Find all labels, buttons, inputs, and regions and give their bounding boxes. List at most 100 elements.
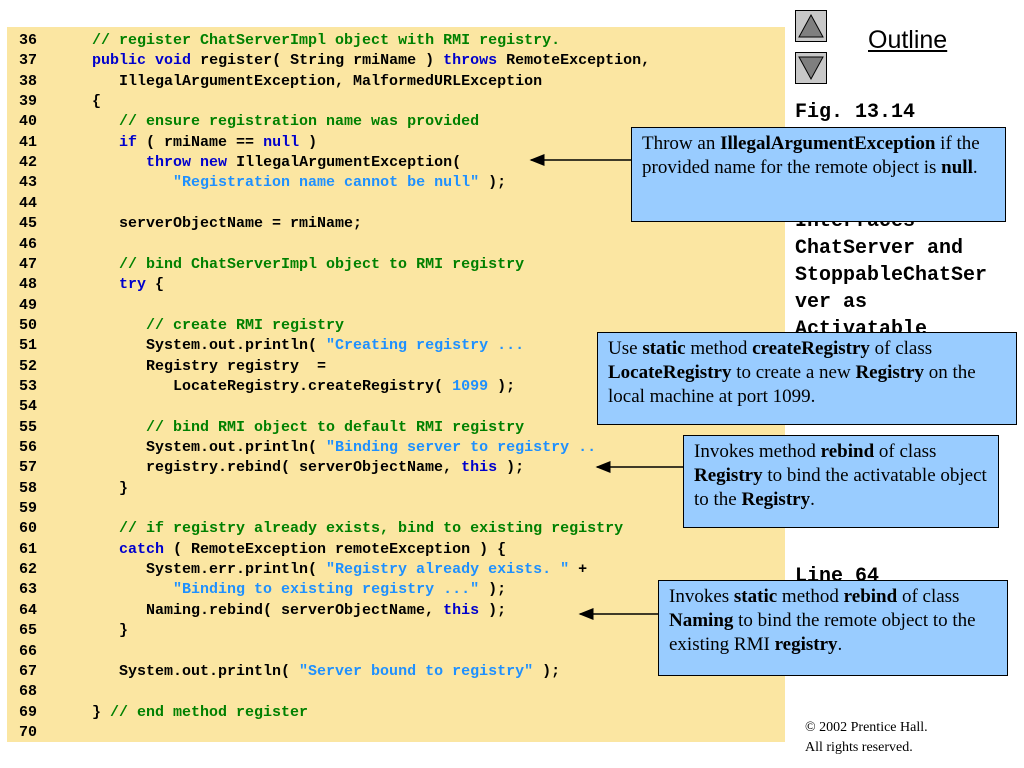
code-comment: // end method register bbox=[110, 703, 309, 721]
code-text: // register ChatServerImpl object with R… bbox=[65, 31, 560, 51]
code-text: registry.rebind( serverObjectName, this … bbox=[65, 458, 524, 478]
code-text: LocateRegistry.createRegistry( 1099 ); bbox=[65, 377, 515, 397]
code-token: { bbox=[65, 93, 102, 111]
code-token: register( String rmiName ) bbox=[191, 52, 444, 70]
code-token: ); bbox=[479, 601, 507, 619]
line-number: 36 bbox=[19, 32, 38, 49]
line-number: 66 bbox=[19, 642, 38, 660]
line-number: 62 bbox=[19, 561, 38, 579]
callout-emphasis: static bbox=[733, 586, 778, 607]
line-number: 60 bbox=[19, 520, 38, 538]
line-number: 70 bbox=[19, 723, 38, 741]
callout-text: Use bbox=[608, 338, 643, 359]
code-keyword: void bbox=[155, 52, 192, 70]
next-slide-button[interactable] bbox=[795, 52, 827, 84]
code-literal: "Binding to existing registry ..." bbox=[173, 581, 480, 599]
code-literal: "Binding server to registry .. bbox=[326, 439, 597, 456]
line-number: 52 bbox=[19, 357, 38, 375]
code-text: // bind RMI object to default RMI regist… bbox=[65, 418, 524, 438]
outline-link[interactable]: Outline bbox=[868, 26, 948, 54]
code-token: ); bbox=[497, 459, 525, 477]
line-number: 53 bbox=[19, 377, 38, 395]
callout-text: if the provided name for the remote obje… bbox=[642, 133, 980, 178]
code-comment: // if registry already exists, bind to e… bbox=[119, 520, 624, 538]
line-number: 68 bbox=[19, 683, 38, 701]
code-token: ( rmiName == bbox=[137, 133, 264, 151]
line-number: 56 bbox=[19, 439, 38, 456]
callout-emphasis: static bbox=[642, 338, 686, 359]
callout-text: method bbox=[777, 586, 844, 607]
callout-text: Invokes method bbox=[694, 441, 821, 462]
line-number: 69 bbox=[19, 703, 38, 721]
triangle-down-icon bbox=[798, 56, 824, 81]
callout-emphasis: rebind bbox=[843, 586, 898, 607]
code-keyword: this bbox=[443, 601, 480, 619]
code-token: ( RemoteException remoteException ) { bbox=[164, 540, 507, 558]
code-text: System.out.println( "Creating registry .… bbox=[65, 336, 524, 356]
code-text: if ( rmiName == null ) bbox=[65, 133, 317, 153]
line-number: 39 bbox=[19, 93, 38, 111]
callout-text: on the local machine at port 1099. bbox=[608, 362, 976, 407]
line-number: 49 bbox=[19, 296, 38, 314]
figure-caption-line: Fig. 13.14 bbox=[795, 101, 916, 124]
callout-text: of class bbox=[869, 338, 933, 359]
previous-slide-button[interactable] bbox=[795, 10, 827, 42]
line-number: 48 bbox=[19, 276, 38, 294]
code-token: System.err.println( bbox=[65, 561, 327, 579]
code-text: System.err.println( "Registry already ex… bbox=[65, 560, 587, 580]
code-token: Registry registry = bbox=[65, 357, 327, 375]
callout-emphasis: rebind bbox=[820, 441, 875, 462]
code-text: try { bbox=[65, 275, 164, 295]
callout-text: of class bbox=[897, 586, 960, 607]
code-text: "Registration name cannot be null" ); bbox=[65, 173, 506, 193]
code-token: System.out.println( bbox=[65, 662, 300, 680]
code-text: IllegalArgumentException, MalformedURLEx… bbox=[65, 72, 542, 92]
line-number: 59 bbox=[19, 500, 38, 518]
code-text: // if registry already exists, bind to e… bbox=[65, 519, 623, 539]
line-number: 45 bbox=[19, 215, 38, 233]
line-number: 58 bbox=[19, 479, 38, 497]
code-text: "Binding to existing registry ..." ); bbox=[65, 580, 506, 600]
code-literal: "Registration name cannot be null" bbox=[173, 174, 480, 192]
line-number: 47 bbox=[19, 255, 38, 273]
callout-throw-exception: Throw an IllegalArgumentException if the… bbox=[631, 127, 1006, 222]
copyright-line: All rights reserved. bbox=[805, 740, 913, 755]
callout-emphasis: Registry bbox=[694, 465, 763, 486]
code-keyword: catch bbox=[119, 540, 165, 558]
copyright-notice: © 2002 Prentice Hall. All rights reserve… bbox=[805, 718, 928, 758]
callout-text: . bbox=[810, 489, 815, 510]
code-token: } bbox=[65, 703, 111, 721]
callout-emphasis: registry bbox=[774, 634, 838, 655]
line-number: 37 bbox=[19, 52, 38, 70]
callout-text: . bbox=[837, 634, 843, 655]
line-number: 50 bbox=[19, 316, 38, 334]
line-number: 67 bbox=[19, 662, 38, 680]
callout-text: method bbox=[685, 338, 753, 359]
code-text: // create RMI registry bbox=[65, 316, 344, 336]
code-text: // bind ChatServerImpl object to RMI reg… bbox=[65, 255, 524, 275]
code-token: System.out.println( bbox=[65, 337, 327, 355]
code-text: Naming.rebind( serverObjectName, this ); bbox=[65, 601, 506, 621]
code-token: ); bbox=[479, 581, 507, 599]
figure-caption-line: ChatServer and bbox=[795, 237, 964, 260]
code-text: System.out.println( "Server bound to reg… bbox=[65, 662, 560, 682]
callout-emphasis: Registry bbox=[741, 489, 811, 510]
code-keyword: throws bbox=[443, 52, 498, 70]
code-token: Naming.rebind( serverObjectName, bbox=[65, 601, 444, 619]
code-comment: // ensure registration name was provided bbox=[119, 113, 480, 131]
line-number: 43 bbox=[19, 174, 38, 192]
line-number: 55 bbox=[19, 418, 38, 436]
code-keyword: this bbox=[461, 459, 498, 477]
callout-naming-rebind: Invokes static method rebind of class Na… bbox=[658, 580, 1008, 676]
callout-text: Throw an bbox=[642, 133, 721, 154]
figure-caption-line: StoppableChatSer bbox=[795, 264, 988, 287]
callout-emphasis: null bbox=[941, 157, 973, 178]
line-number: 57 bbox=[19, 459, 38, 477]
line-number: 41 bbox=[19, 133, 38, 151]
line-number: 64 bbox=[19, 601, 38, 619]
code-text: } // end method register bbox=[65, 703, 308, 723]
code-text: // ensure registration name was provided bbox=[65, 112, 479, 132]
code-text: serverObjectName = rmiName; bbox=[65, 214, 362, 234]
code-token: ) bbox=[299, 133, 318, 151]
